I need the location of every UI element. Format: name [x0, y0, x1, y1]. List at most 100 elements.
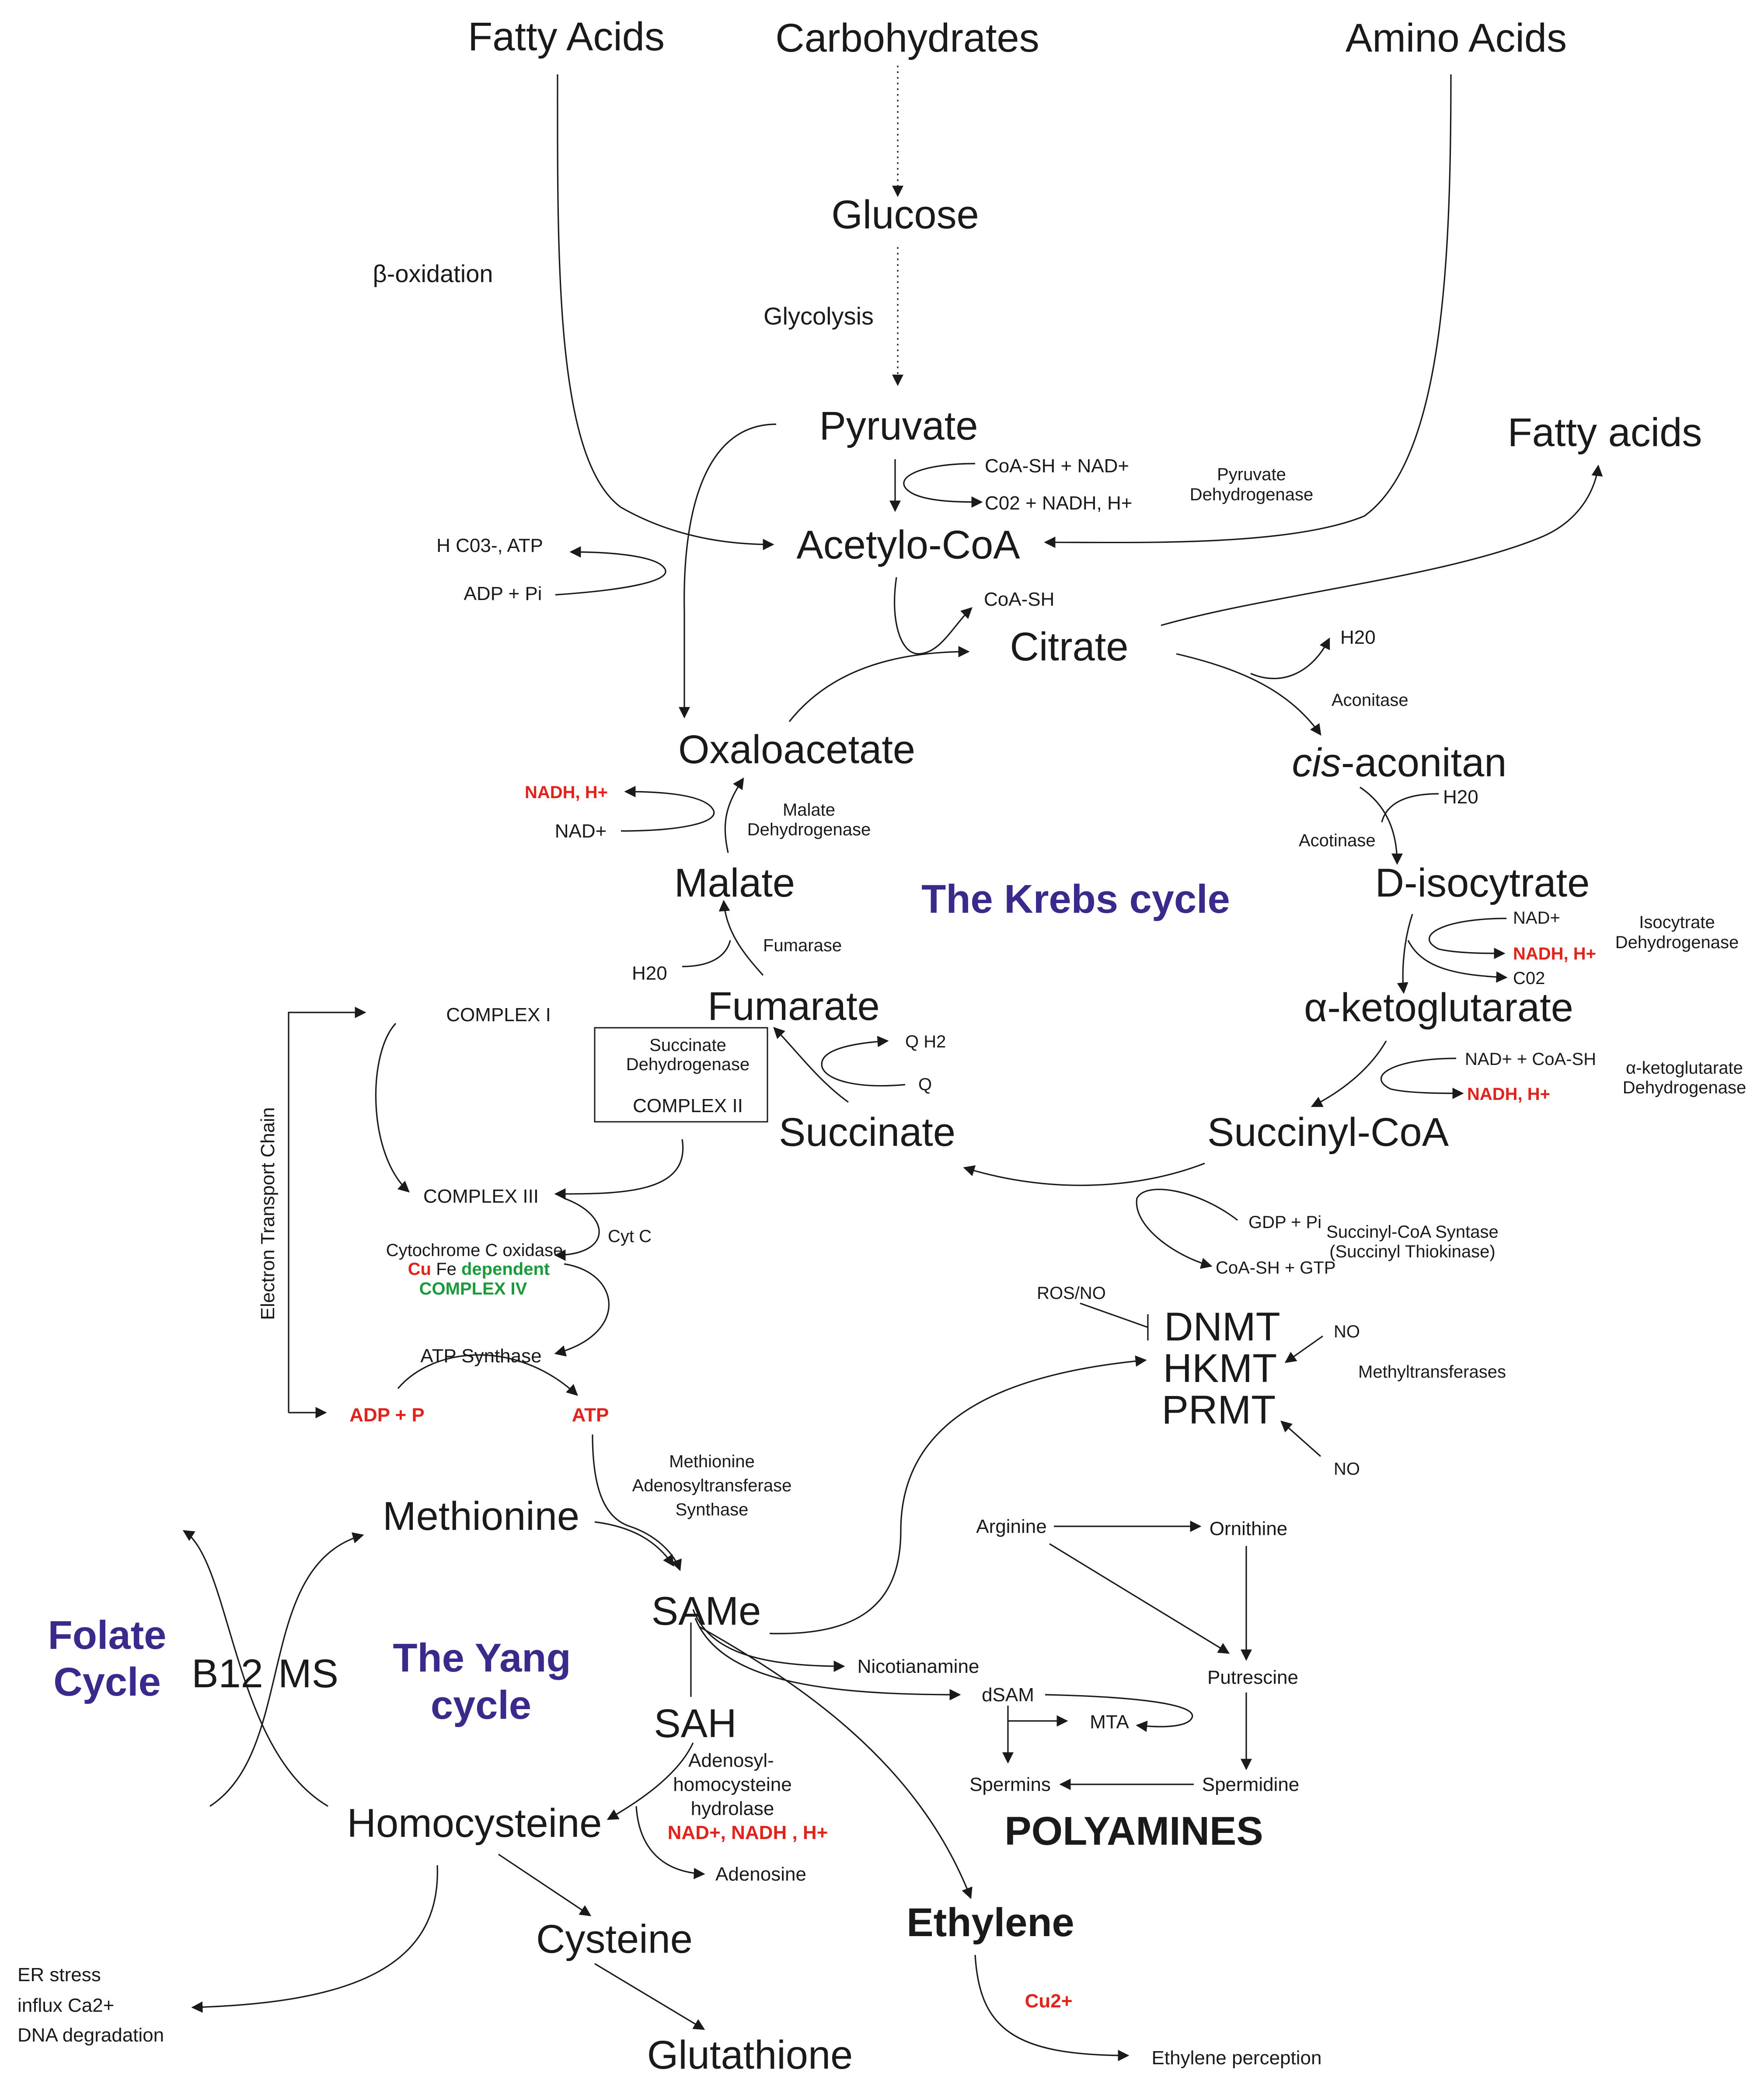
arrow-isocitrate-akg	[1397, 914, 1413, 994]
ahcy-line1: Adenosyl-	[688, 1750, 774, 1771]
node-ethylene: Ethylene	[906, 1900, 1074, 1945]
node-isocitrate: D-isocytrate	[1375, 861, 1590, 905]
yang-title-line1: The Yang	[393, 1636, 571, 1680]
arrow-mdh-nadh	[621, 786, 715, 832]
node-dnmt: DNMT	[1164, 1305, 1280, 1349]
yang-title-line2: cycle	[431, 1683, 531, 1728]
arrow-atp-same	[592, 1434, 682, 1571]
label-glycolysis: Glycolysis	[763, 302, 874, 330]
scs-line1: Succinyl-CoA Syntase	[1326, 1222, 1499, 1242]
arrow-homocysteine-cysteine	[498, 1853, 592, 1916]
arrow-akg-succinylcoa	[1311, 1040, 1387, 1107]
node-same: SAMe	[652, 1589, 761, 1633]
node-fumarate: Fumarate	[708, 984, 880, 1029]
label-nadh-1: NADH, H+	[1513, 944, 1596, 963]
label-ethylene-perception: Ethylene perception	[1152, 2047, 1322, 2069]
connectors	[182, 66, 1603, 2061]
arrow-cysteine-glutathione	[594, 1963, 705, 2030]
arrow-succinylcoa-succinate	[963, 1162, 1205, 1186]
label-cu: Cu	[408, 1260, 431, 1279]
arrow-folate-arc	[182, 1530, 328, 1807]
arrow-sah-homocysteine	[607, 1742, 694, 1820]
arrow-same-methyltransferases	[769, 1355, 1147, 1634]
label-coash-gtp: CoA-SH + GTP	[1216, 1258, 1336, 1277]
arrow-sdh-qh2	[821, 1036, 906, 1087]
arrow-homocysteine-erstress	[191, 1865, 438, 2013]
polyamines-title: POLYAMINES	[1004, 1809, 1263, 1853]
pdh-enzyme-line1: Pyruvate	[1217, 465, 1286, 484]
node-pyruvate: Pyruvate	[819, 404, 978, 448]
label-coash: CoA-SH	[984, 589, 1054, 610]
sdh-line2: Dehydrogenase	[626, 1055, 750, 1074]
arrow-scs-gtp	[1136, 1189, 1238, 1269]
label-b12: B12	[192, 1651, 263, 1696]
label-nad-1: NAD+	[1513, 908, 1560, 928]
folate-title-line2: Cycle	[53, 1660, 161, 1704]
arrow-complex3-cox	[554, 1197, 600, 1261]
label-ms: MS	[278, 1651, 338, 1696]
label-nad-3: NAD+	[555, 820, 607, 842]
arrow-cox-atpsynthase	[554, 1263, 610, 1357]
arrow-same-ethylene	[699, 1626, 973, 1899]
node-complex3: COMPLEX III	[423, 1186, 539, 1207]
arrow-fumarate-malate	[718, 900, 764, 976]
node-complex4: COMPLEX IV	[419, 1279, 527, 1298]
mat-line2: Adenosyltransferase	[632, 1476, 792, 1495]
label-gdp-pi: GDP + Pi	[1248, 1213, 1321, 1232]
node-fatty-acids-out: Fatty acids	[1508, 410, 1702, 455]
label-co2-1: C02	[1513, 969, 1545, 988]
arrow-oxaloacetate-citrate	[788, 646, 970, 722]
label-er-stress: ER stress	[17, 1964, 101, 1986]
node-methionine: Methionine	[383, 1494, 579, 1539]
arrow-methionine-same	[594, 1521, 674, 1567]
cis-rest: -aconitan	[1341, 740, 1506, 785]
label-adp-pi: ADP + Pi	[464, 583, 542, 604]
node-citrate: Citrate	[1010, 625, 1129, 669]
arrow-idh-nadh	[1429, 918, 1507, 959]
node-sah: SAH	[654, 1701, 736, 1746]
node-succinyl-coa: Succinyl-CoA	[1207, 1110, 1449, 1155]
label-nadh-2: NADH, H+	[1467, 1085, 1550, 1104]
folate-title-line1: Folate	[48, 1613, 167, 1658]
node-spermidine: Spermidine	[1202, 1774, 1300, 1795]
label-cox: Cytochrome C oxidase	[386, 1241, 563, 1260]
scs-line2: (Succinyl Thiokinase)	[1329, 1242, 1495, 1261]
label-etc: Electron Transport Chain	[257, 1107, 279, 1320]
label-hco3-atp: H C03-, ATP	[436, 535, 543, 556]
idh-line1: Isocytrate	[1639, 913, 1715, 932]
mdh-line2: Dehydrogenase	[747, 820, 871, 839]
label-acotinase: Acotinase	[1299, 831, 1376, 850]
label-dna-degradation: DNA degradation	[17, 2024, 164, 2046]
arrow-aconitase-h2o	[1250, 637, 1330, 680]
pdh-outputs: C02 + NADH, H+	[985, 492, 1132, 514]
node-acetyl-coa: Acetylo-CoA	[796, 523, 1020, 567]
sdh-line1: Succinate	[649, 1036, 726, 1055]
arrow-fattyacids-acetylcoa	[557, 74, 774, 550]
etc-bracket	[288, 1007, 366, 1413]
akgdh-line2: Dehydrogenase	[1623, 1078, 1746, 1097]
source-fatty-acids: Fatty Acids	[468, 14, 665, 59]
label-no-1: NO	[1334, 1322, 1360, 1341]
arrow-ethylene-perception	[974, 1954, 1130, 2061]
node-atp-synthase: ATP Synthase	[420, 1345, 541, 1367]
label-methyltransferases: Methyltransferases	[1358, 1362, 1506, 1382]
label-fumarase: Fumarase	[763, 936, 842, 955]
label-qh2: Q H2	[905, 1032, 946, 1051]
node-ornithine: Ornithine	[1210, 1518, 1288, 1539]
label-cox-metals: Cu Fe dependent	[408, 1260, 550, 1279]
node-cis-aconitan: cis-aconitan	[1292, 740, 1507, 785]
arrow-acetylcoa-citrate	[894, 577, 973, 655]
inhibit-rosno	[1080, 1302, 1148, 1328]
arrow-carboxylation-loop	[555, 546, 666, 596]
node-putrescine: Putrescine	[1207, 1667, 1298, 1688]
akgdh-line1: α-ketoglutarate	[1626, 1058, 1743, 1078]
mat-line3: Synthase	[676, 1500, 749, 1519]
arrow-no-1	[1284, 1335, 1323, 1363]
arrow-dsam-mta-loop	[1045, 1694, 1193, 1732]
label-dependent: dependent	[461, 1260, 550, 1279]
label-beta-oxidation: β-oxidation	[373, 260, 493, 287]
arrow-cisaconitan-isocitrate	[1360, 786, 1403, 865]
arrow-akgdh-nadh	[1380, 1057, 1464, 1099]
